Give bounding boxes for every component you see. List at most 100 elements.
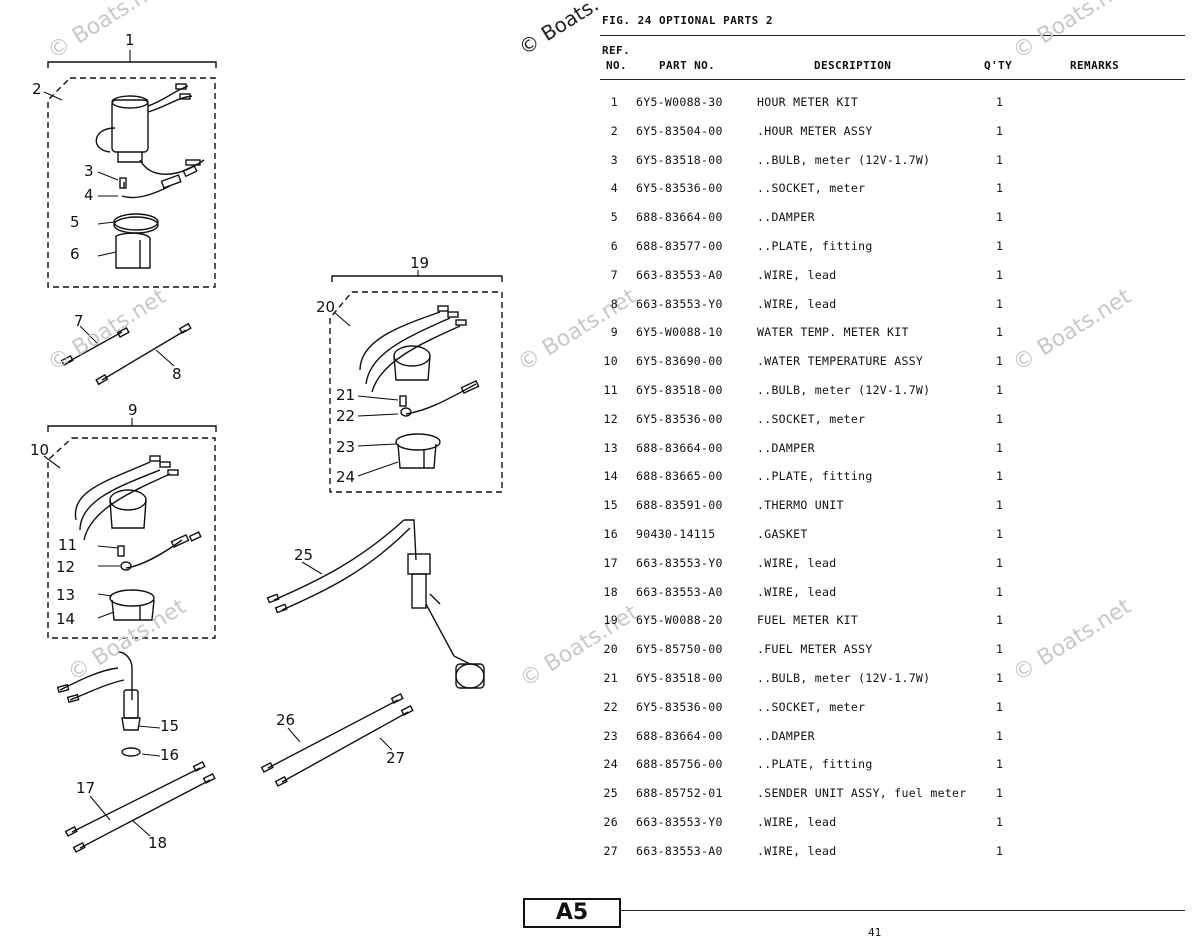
cell-part-no: 663-83553-A0 [636, 844, 723, 858]
callout-22: 22 [336, 407, 356, 425]
cell-description: .WIRE, lead [757, 815, 837, 829]
cell-part-no: 90430-14115 [636, 527, 716, 541]
cell-ref-no: 22 [603, 700, 618, 714]
cell-qty: 1 [996, 383, 1004, 397]
callout-20: 20 [316, 298, 336, 316]
callout-13: 13 [56, 586, 76, 604]
callout-18: 18 [148, 834, 168, 852]
callout-7: 7 [74, 312, 84, 330]
cell-part-no: 6Y5-83536-00 [636, 412, 723, 426]
cell-description: ..DAMPER [757, 441, 815, 455]
cell-description: .WIRE, lead [757, 844, 837, 858]
cell-qty: 1 [996, 757, 1004, 771]
callout-14: 14 [56, 610, 76, 628]
cell-qty: 1 [996, 844, 1004, 858]
cell-description: .GASKET [757, 527, 808, 541]
cell-part-no: 6Y5-83518-00 [636, 153, 723, 167]
cell-description: .WATER TEMPERATURE ASSY [757, 354, 924, 368]
section-tab: A5 [523, 898, 621, 928]
cell-ref-no: 10 [603, 354, 618, 368]
callout-6: 6 [70, 245, 80, 263]
footer-rule [621, 910, 1185, 911]
cell-qty: 1 [996, 671, 1004, 685]
cell-part-no: 6Y5-W0088-20 [636, 613, 723, 627]
callout-11: 11 [58, 536, 78, 554]
cell-part-no: 6Y5-83536-00 [636, 181, 723, 195]
cell-qty: 1 [996, 786, 1004, 800]
watermark: © Boats.net [1008, 0, 1136, 65]
cell-ref-no: 1 [610, 95, 618, 109]
cell-part-no: 663-83553-Y0 [636, 556, 723, 570]
callout-16: 16 [160, 746, 180, 764]
cell-qty: 1 [996, 498, 1004, 512]
cell-description: ..PLATE, fitting [757, 757, 873, 771]
cell-part-no: 6Y5-W0088-30 [636, 95, 723, 109]
callout-17: 17 [76, 779, 96, 797]
cell-part-no: 663-83553-A0 [636, 268, 723, 282]
cell-description: .WIRE, lead [757, 268, 837, 282]
exploded-parts-diagram: 1 2 3 4 5 6 7 8 9 10 11 12 13 14 15 16 1… [30, 0, 643, 853]
cell-ref-no: 23 [603, 729, 618, 743]
cell-description: .FUEL METER ASSY [757, 642, 873, 656]
cell-qty: 1 [996, 469, 1004, 483]
cell-qty: 1 [996, 613, 1004, 627]
cell-part-no: 6Y5-85750-00 [636, 642, 723, 656]
cell-ref-no: 17 [603, 556, 618, 570]
cell-part-no: 6Y5-83518-00 [636, 671, 723, 685]
cell-ref-no: 16 [603, 527, 618, 541]
cell-description: FUEL METER KIT [757, 613, 859, 627]
table-row: 21 6Y5-83518-00 ..BULB, meter (12V-1.7W) 1 [600, 671, 1185, 691]
cell-qty: 1 [996, 556, 1004, 570]
cell-qty: 1 [996, 441, 1004, 455]
cell-ref-no: 21 [603, 671, 618, 685]
callout-19: 19 [410, 254, 430, 272]
callout-2: 2 [32, 80, 42, 98]
cell-part-no: 6Y5-83518-00 [636, 383, 723, 397]
cell-part-no: 6Y5-83504-00 [636, 124, 723, 138]
callout-25: 25 [294, 546, 314, 564]
header-ref-line2: NO. [606, 59, 628, 72]
cell-qty: 1 [996, 527, 1004, 541]
cell-ref-no: 2 [610, 124, 618, 138]
cell-ref-no: 27 [603, 844, 618, 858]
header-qty: Q'TY [984, 59, 1013, 72]
cell-description: .THERMO UNIT [757, 498, 844, 512]
cell-part-no: 6Y5-83536-00 [636, 700, 723, 714]
cell-ref-no: 13 [603, 441, 618, 455]
cell-part-no: 688-83577-00 [636, 239, 723, 253]
cell-description: WATER TEMP. METER KIT [757, 325, 909, 339]
cell-description: ..SOCKET, meter [757, 181, 866, 195]
cell-part-no: 688-85752-01 [636, 786, 723, 800]
cell-description: ..BULB, meter (12V-1.7W) [757, 671, 931, 685]
cell-description: ..PLATE, fitting [757, 239, 873, 253]
cell-qty: 1 [996, 268, 1004, 282]
callout-21: 21 [336, 386, 356, 404]
callout-3: 3 [84, 162, 94, 180]
cell-qty: 1 [996, 354, 1004, 368]
cell-part-no: 663-83553-Y0 [636, 297, 723, 311]
cell-description: HOUR METER KIT [757, 95, 859, 109]
cell-qty: 1 [996, 210, 1004, 224]
cell-part-no: 688-83664-00 [636, 441, 723, 455]
callout-1: 1 [125, 31, 135, 49]
cell-ref-no: 20 [603, 642, 618, 656]
cell-part-no: 688-85756-00 [636, 757, 723, 771]
callout-15: 15 [160, 717, 180, 735]
callout-12: 12 [56, 558, 76, 576]
header-part-no: PART NO. [659, 59, 716, 72]
page-number: 41 [868, 926, 882, 939]
cell-qty: 1 [996, 700, 1004, 714]
cell-description: ..DAMPER [757, 729, 815, 743]
cell-ref-no: 3 [610, 153, 618, 167]
